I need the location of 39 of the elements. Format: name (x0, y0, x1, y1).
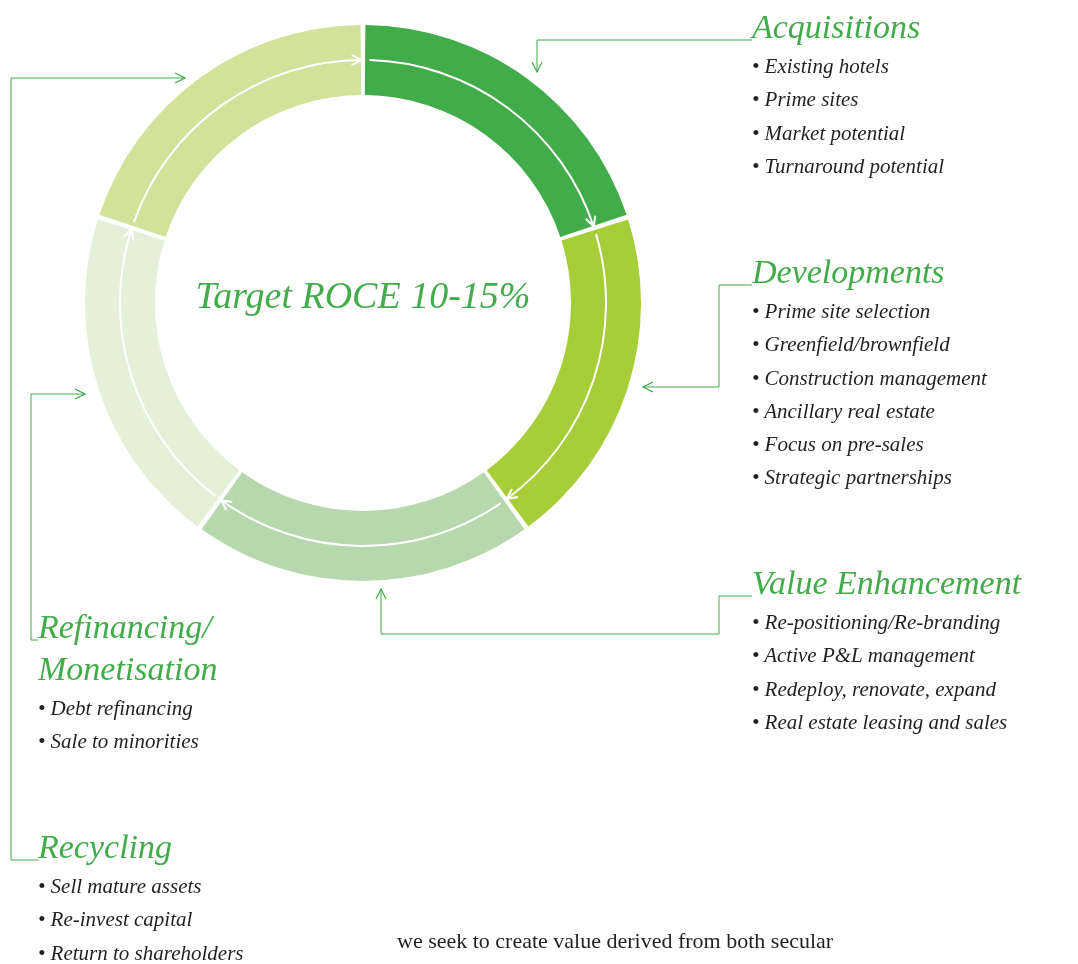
bullet-item: • Re-positioning/Re-branding (752, 609, 1002, 636)
cycle-arrow (368, 59, 596, 228)
bullet-item: • Return to shareholders (38, 939, 245, 964)
section-heading: Developments (752, 252, 946, 292)
bullet-item: • Market potential (752, 119, 907, 147)
ring-segment (364, 25, 627, 237)
bullet-item: • Existing hotels (752, 53, 890, 80)
body-text: we seek to create value derived from both secular (397, 927, 834, 955)
bullet-item: • Redeploy, renovate, expand (752, 675, 997, 703)
leader-arrow (642, 284, 753, 393)
bullet-item: • Turnaround potential (752, 152, 946, 180)
section-heading: Recycling (38, 827, 174, 867)
cycle-arrow (132, 54, 363, 223)
bullet-item: • Construction management (752, 364, 989, 392)
cycle-arrow (119, 228, 217, 497)
leader-arrow (30, 388, 86, 641)
section-heading: Value Enhancement (752, 563, 1023, 603)
bullet-item: • Greenfield/brownfield (752, 331, 951, 359)
cycle-arrow (220, 499, 502, 547)
bullet-item: • Active P&L management (752, 642, 977, 670)
bullet-item: • Prime site selection (752, 298, 932, 325)
bullet-item: • Prime sites (752, 86, 860, 114)
ring-segment (99, 25, 362, 237)
bullet-item: • Strategic partnerships (752, 464, 953, 492)
bullet-item: • Ancillary real estate (752, 397, 936, 425)
leader-arrow (531, 39, 753, 73)
center-title: Target ROCE 10-15% (195, 274, 531, 316)
ring-segment (201, 472, 525, 581)
bullet-item: • Sell mature assets (38, 873, 203, 900)
bullet-item: • Debt refinancing (38, 695, 194, 722)
leader-arrow (10, 72, 186, 861)
bullet-item: • Sale to minorities (38, 728, 200, 756)
cycle-arrow (505, 233, 607, 500)
bullet-item: • Re-invest capital (38, 906, 194, 934)
bullet-item: • Real estate leasing and sales (752, 708, 1009, 736)
leader-arrow (375, 588, 753, 635)
bullet-item: • Focus on pre-sales (752, 431, 925, 459)
section-heading: Acquisitions (752, 7, 922, 47)
section-heading: Refinancing/ Monetisation (38, 607, 219, 689)
